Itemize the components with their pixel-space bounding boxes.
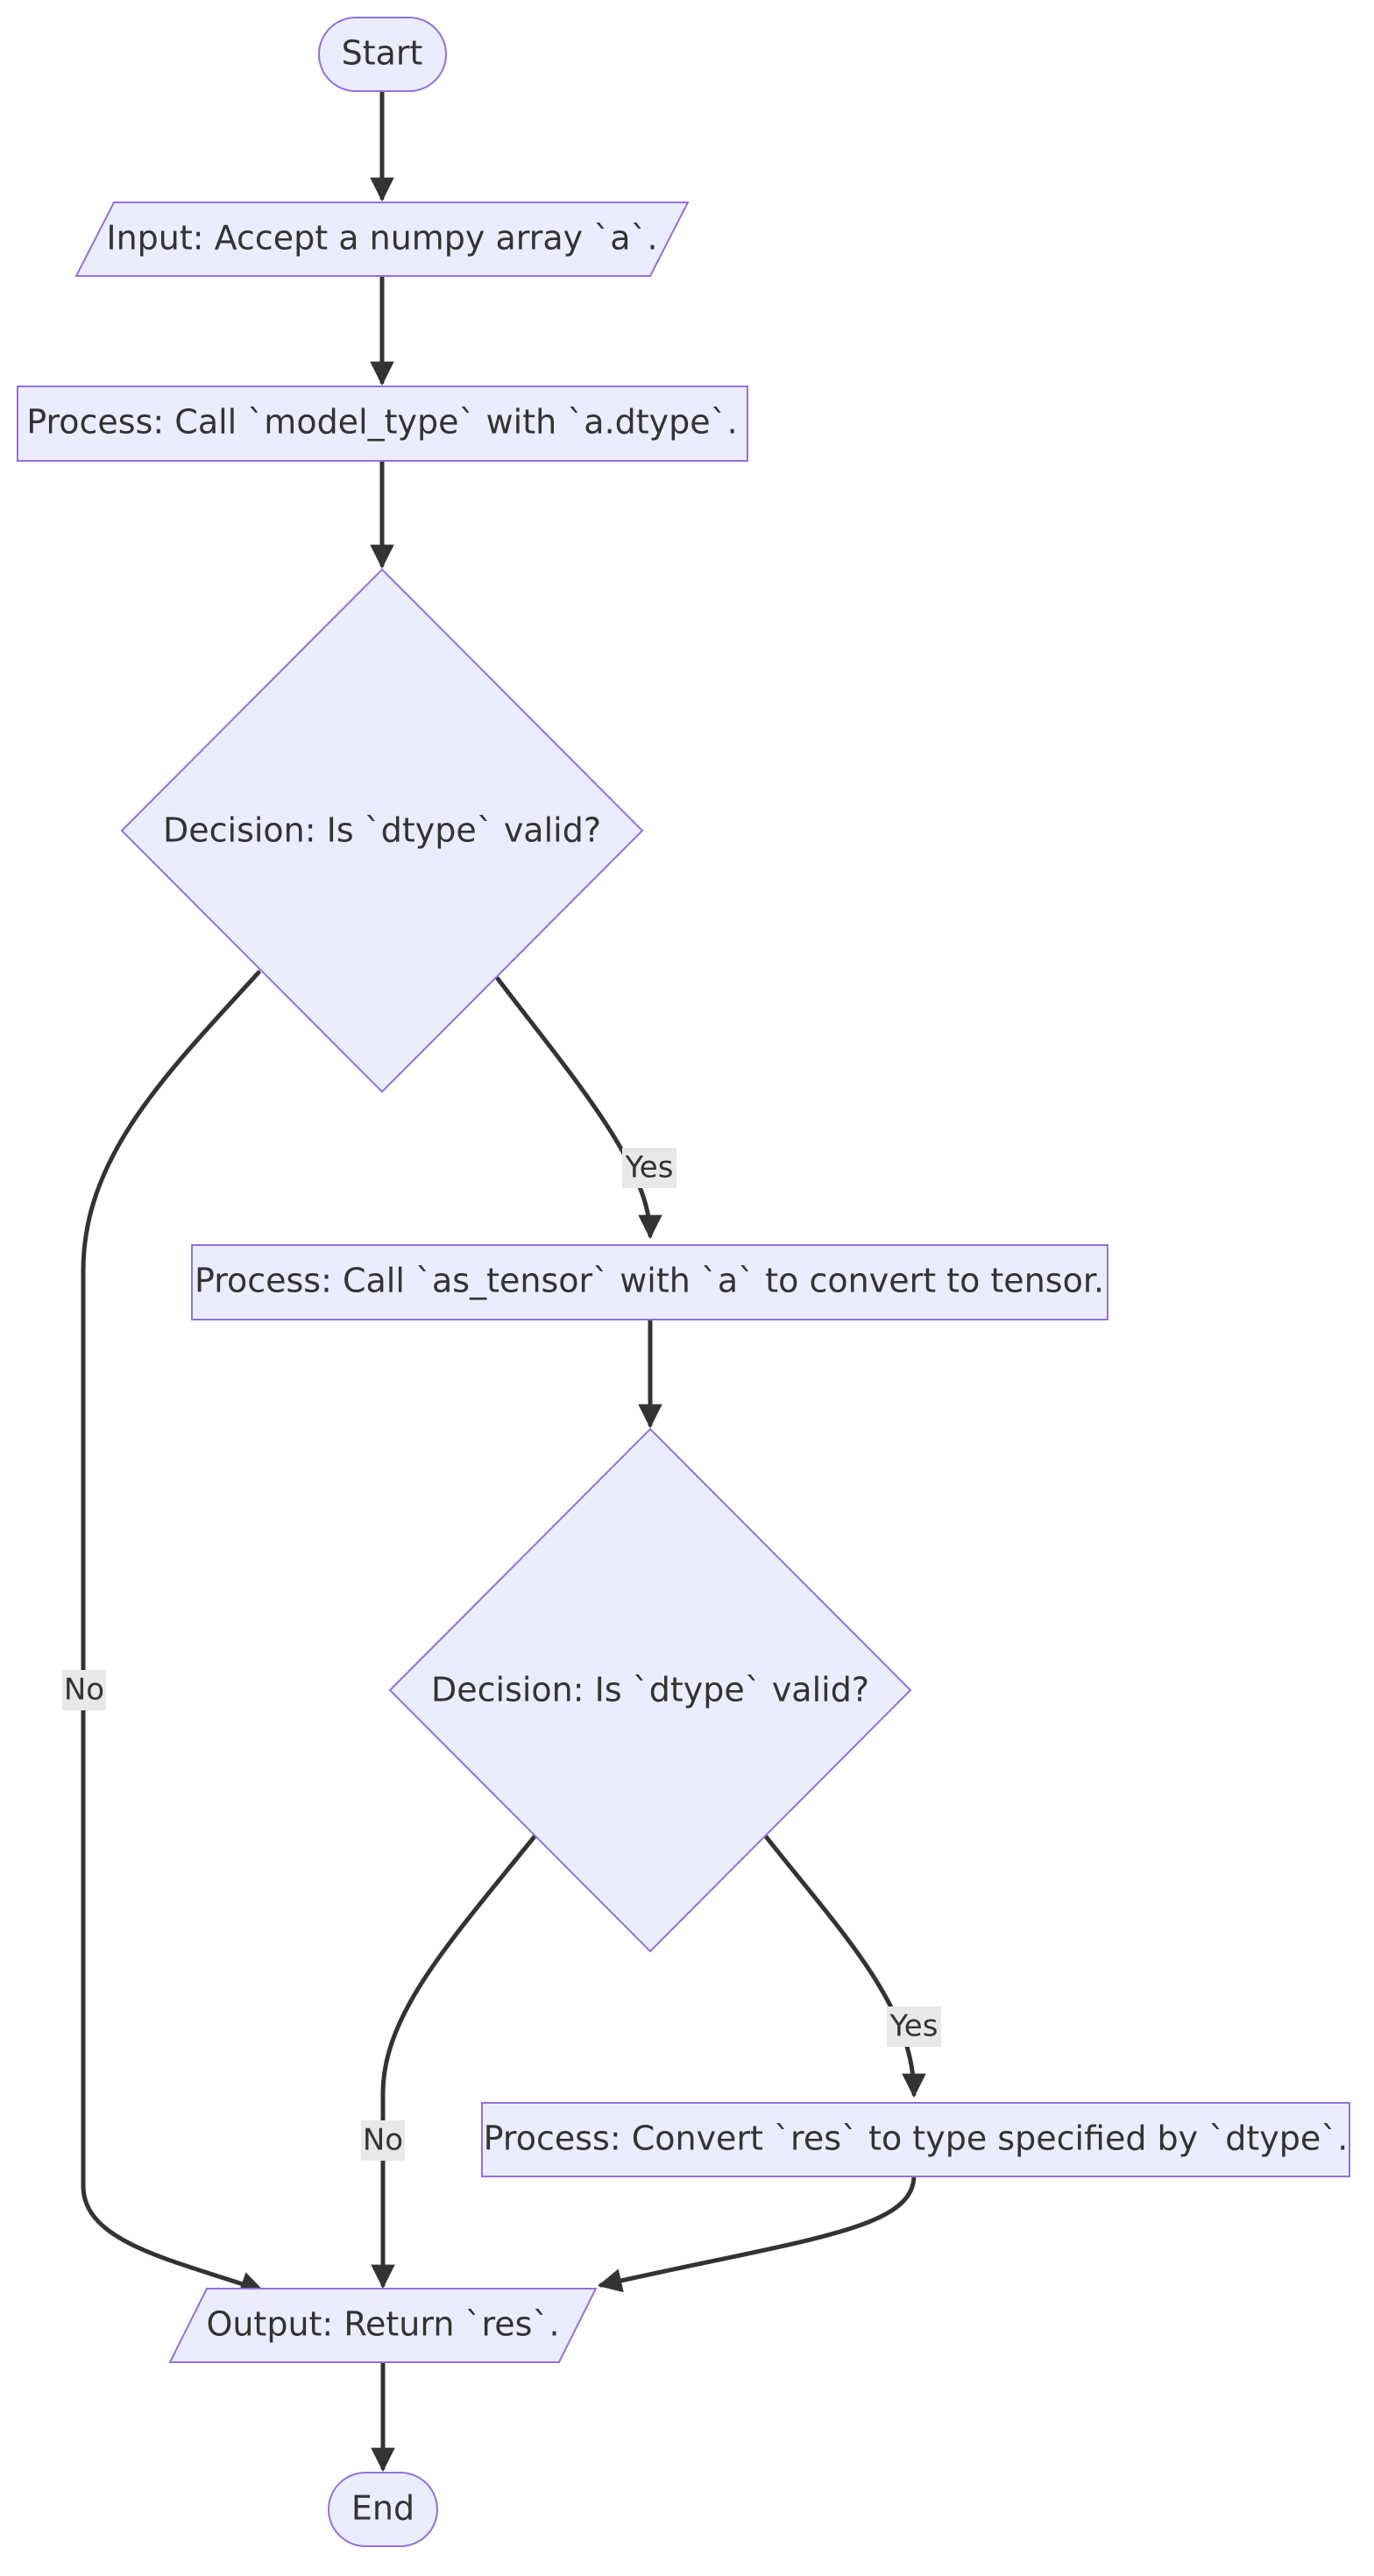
edge-label-decision-1-no: No (62, 1670, 106, 1710)
output-node: Output: Return `res`. (168, 2288, 598, 2363)
decision-2-node: Decision: Is `dtype` valid? (388, 1427, 912, 1953)
decision-1-label: Decision: Is `dtype` valid? (163, 811, 601, 850)
nodes: Start Input: Accept a numpy array `a`. P… (17, 17, 1350, 2547)
edge-decision-2-yes (763, 1834, 926, 2098)
edge-label-text: No (363, 2123, 403, 2158)
edge-label-decision-2-no: No (361, 2120, 405, 2161)
output-label: Output: Return `res`. (206, 2305, 559, 2344)
edge-process-convert-to-output (597, 2173, 917, 2293)
process-as-tensor-node: Process: Call `as_tensor` with `a` to co… (191, 1244, 1108, 1320)
process-model-type-label: Process: Call `model_type` with `a.dtype… (26, 403, 738, 442)
edge-decision-2-no (371, 1834, 537, 2289)
process-as-tensor-label: Process: Call `as_tensor` with `a` to co… (195, 1262, 1104, 1300)
edge-decision-1-yes (495, 976, 662, 1240)
decision-1-node: Decision: Is `dtype` valid? (120, 568, 644, 1093)
edge-labels: Yes No Yes No (62, 1148, 941, 2161)
start-label: Start (342, 34, 423, 73)
decision-2-label: Decision: Is `dtype` valid? (431, 1671, 869, 1709)
edge-label-text: Yes (889, 2009, 938, 2044)
edge-label-text: Yes (625, 1150, 674, 1185)
edge-label-text: No (64, 1673, 104, 1708)
process-convert-node: Process: Convert `res` to type specified… (481, 2102, 1350, 2177)
process-convert-label: Process: Convert `res` to type specified… (484, 2120, 1349, 2158)
edges (81, 88, 926, 2473)
input-node: Input: Accept a numpy array `a`. (74, 202, 690, 277)
end-label: End (351, 2489, 414, 2528)
edge-decision-1-no (81, 970, 265, 2296)
start-node: Start (318, 17, 447, 92)
edge-label-decision-2-yes: Yes (887, 2006, 941, 2047)
input-label: Input: Accept a numpy array `a`. (106, 219, 657, 258)
process-model-type-node: Process: Call `model_type` with `a.dtype… (17, 386, 748, 462)
edge-label-decision-1-yes: Yes (622, 1148, 676, 1188)
end-node: End (328, 2472, 438, 2547)
